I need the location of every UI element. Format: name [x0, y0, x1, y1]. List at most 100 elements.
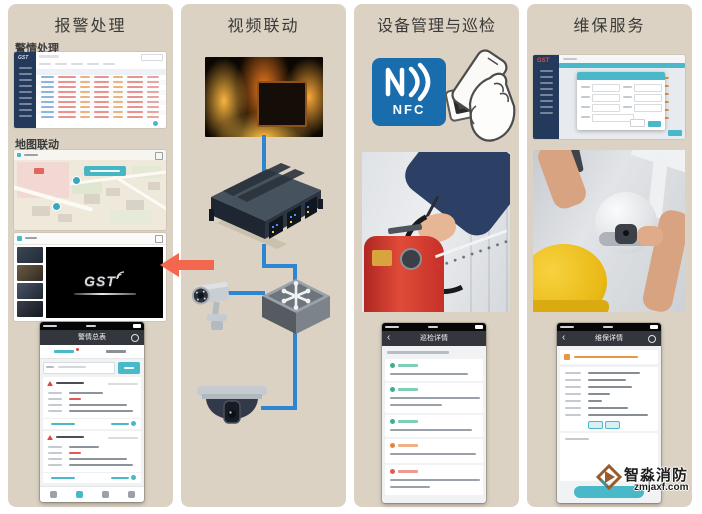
- expand-icon: [155, 235, 163, 243]
- burning-box: [257, 81, 307, 127]
- search-input: [43, 362, 115, 374]
- video-thumb: [17, 265, 43, 281]
- watermark-logo-icon: [595, 463, 623, 491]
- fire-extinguisher: [364, 236, 444, 312]
- check-item-card: [385, 465, 483, 495]
- back-icon: ‹: [562, 332, 566, 343]
- link-video: [111, 423, 129, 425]
- fire-photo: [205, 57, 323, 137]
- phone-title: 维保详情: [595, 335, 623, 342]
- extinguisher-label: [372, 250, 392, 266]
- status-dot-pass: [390, 363, 395, 368]
- right-hand: [637, 226, 663, 246]
- link-process: [51, 423, 75, 425]
- alarm-card: [43, 431, 141, 483]
- gst-logo: GST: [537, 58, 550, 64]
- map-marker: [52, 202, 61, 211]
- status-dot-fail: [390, 469, 395, 474]
- phone-nav-bar: 警情总表: [40, 330, 144, 345]
- video-thumb: [17, 301, 43, 317]
- phone-title: 巡检详情: [420, 335, 448, 342]
- alarm-card: [43, 377, 141, 429]
- map-canvas: [14, 160, 166, 230]
- video-thumb: [17, 283, 43, 299]
- attachment-chip: [605, 421, 620, 429]
- nfc-scan-hand-sketch: [446, 49, 516, 142]
- breadcrumb: [382, 346, 486, 357]
- screenshot-maintenance-desktop: GST: [533, 55, 685, 139]
- phone-status-bar: [557, 323, 661, 331]
- phone-nav-bar: ‹ 巡检详情: [382, 331, 486, 346]
- column-title-device: 设备管理与巡检: [376, 18, 496, 35]
- form-input: [592, 84, 620, 92]
- battery-icon: [133, 324, 141, 328]
- gst-logo: GST: [84, 272, 116, 289]
- table-row: [36, 100, 166, 105]
- phone-nav-bar: ‹ 维保详情: [557, 331, 661, 346]
- badge-dot: [76, 348, 79, 351]
- check-item-card: [385, 359, 483, 381]
- table-row: [36, 95, 166, 100]
- column-title-alarm: 报警处理: [54, 18, 127, 35]
- extinguisher-inspection-photo: [362, 152, 510, 312]
- work-order-header: [560, 350, 658, 364]
- column-title-maintenance: 维保服务: [573, 18, 646, 35]
- form-input: [592, 104, 620, 112]
- video-header-icon: [17, 236, 22, 241]
- expand-icon: [155, 152, 163, 160]
- phone-tabs: [40, 345, 144, 359]
- table-rows-skeleton: [36, 75, 166, 120]
- attachment-chip: [588, 421, 603, 429]
- page-header-bar: [559, 63, 685, 68]
- phone-search-row: [40, 359, 144, 375]
- sidebar-menu-skeleton: [533, 70, 559, 114]
- phone-title: 警情总表: [78, 334, 106, 341]
- map-alert-block: [34, 168, 44, 174]
- video-thumb: [17, 247, 43, 263]
- screenshot-video-panel: GST: [14, 233, 166, 321]
- form-input: [634, 104, 662, 112]
- fire-alarm-icon: [47, 381, 53, 386]
- home-icon: [49, 491, 57, 498]
- cable-dome: [261, 406, 297, 410]
- work-order-details: [560, 366, 658, 431]
- action-button: [668, 130, 682, 136]
- back-icon: ‹: [387, 332, 391, 343]
- cable-trunk: [293, 264, 297, 410]
- profile-icon: [127, 491, 135, 498]
- table-row: [36, 85, 166, 90]
- table-row: [36, 75, 166, 80]
- status-dot-pass: [390, 387, 395, 392]
- gst-fan-icon: [116, 270, 124, 279]
- battery-icon: [650, 325, 658, 329]
- phone-status-bar: [382, 323, 486, 331]
- check-item-card: [385, 415, 483, 437]
- notes-box: [560, 433, 658, 481]
- admin-main: [36, 52, 166, 128]
- nfc-icon: NFC: [372, 58, 446, 126]
- admin-main: [559, 55, 685, 139]
- modal-dialog: [577, 72, 665, 130]
- network-switch-illustration: [262, 279, 330, 334]
- tab-processed: [106, 350, 126, 353]
- battery-icon: [475, 325, 483, 329]
- link-video: [111, 477, 129, 479]
- section-label-map-linkage: 地图联动: [15, 139, 59, 151]
- phone-inspection-app: ‹ 巡检详情: [382, 323, 486, 503]
- order-icon: [564, 354, 570, 360]
- confirm-button: [648, 121, 661, 127]
- cable-camera-switch: [225, 291, 265, 295]
- admin-sidebar: GST: [14, 52, 36, 128]
- sidebar-menu-skeleton: [14, 67, 36, 117]
- bullet-camera-illustration: [191, 282, 230, 330]
- camera-install-photo: [533, 150, 685, 312]
- link-process: [51, 477, 75, 479]
- map-header-icon: [17, 153, 21, 157]
- watermark-brand: 智淼消防: [624, 467, 689, 484]
- modal-title-bar: [577, 72, 665, 80]
- status-dot-warning: [390, 443, 395, 448]
- cancel-button: [630, 119, 645, 127]
- column-video-linkage: 视频联动: [181, 4, 346, 507]
- video-screen: GST: [46, 247, 163, 318]
- phone-alarm-app: 警情总表: [40, 322, 144, 502]
